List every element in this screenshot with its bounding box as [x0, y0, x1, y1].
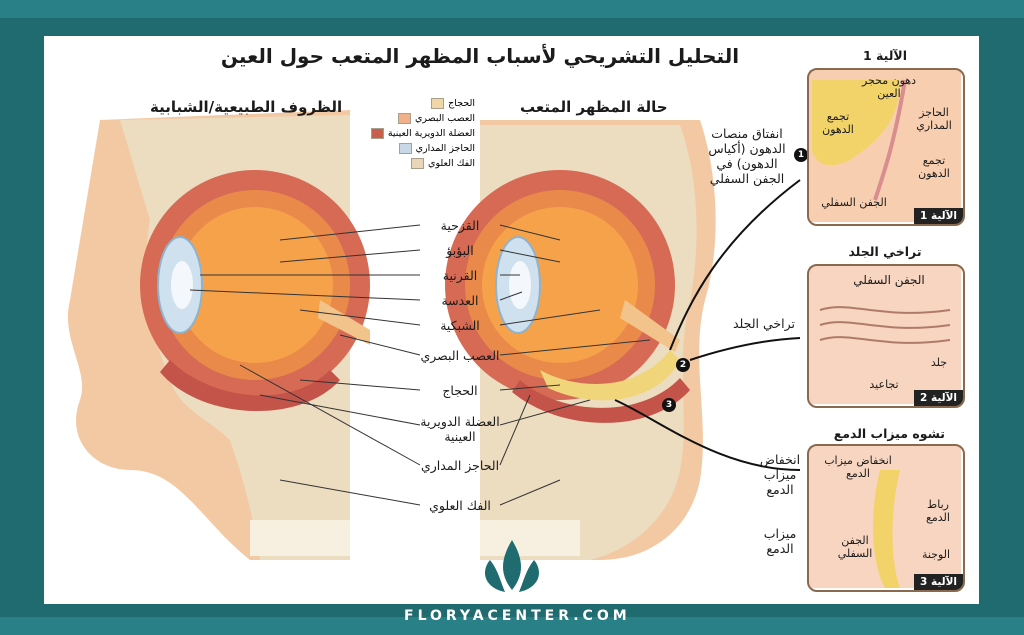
- brand-logo-sub: CENTER: [120, 82, 174, 92]
- right-teeth: [480, 520, 580, 556]
- box3-tag: الآلية 3: [914, 574, 963, 590]
- legend-item: الحجاج: [431, 98, 475, 109]
- label-pupil: البؤبؤ: [420, 243, 500, 258]
- box3-header: تشوه ميزاب الدمع: [835, 426, 945, 441]
- callout-number: 3: [662, 398, 676, 412]
- box2-header: تراخي الجلد: [845, 244, 925, 259]
- label-tear-trough-outside: ميزاب الدمع: [752, 526, 808, 556]
- box2-lower-lid: الجفن السفلي: [849, 274, 929, 287]
- box1-fat-outside: دهون محجر العين: [854, 74, 924, 100]
- label-septum: الحاجز المداري: [410, 458, 510, 473]
- label-trough-drop-outside: انخفاض ميزاب الدمع: [752, 452, 808, 497]
- label-orbit: الحجاج: [420, 383, 500, 398]
- label-sclera: القزحية: [420, 218, 500, 233]
- box2-skin: جلد: [921, 356, 957, 369]
- brand-logo: FLORYA: [68, 56, 184, 82]
- legend-item: العضلة الدويرية العينية: [371, 128, 475, 139]
- diagram-title: التحليل التشريحي لأسباب المظهر المتعب حو…: [200, 44, 760, 68]
- label-retina: الشبكية: [420, 318, 500, 333]
- legend-label: الحاجز المداري: [416, 143, 475, 154]
- legend-label: الحجاج: [448, 98, 475, 109]
- label-maxilla: الفك العلوي: [410, 498, 510, 513]
- callout-fat-herniation: انفتاق منصات الدهون (أكياس الدهون) في ال…: [702, 126, 792, 186]
- legend-swatch: [371, 128, 384, 139]
- legend-swatch: [411, 158, 424, 169]
- legend-swatch: [398, 113, 411, 124]
- legend-item: العصب البصري: [398, 113, 475, 124]
- box3-trough-drop: انخفاض ميزاب الدمع: [823, 454, 893, 480]
- legend: الحجاج العصب البصري العضلة الدويرية العي…: [355, 98, 475, 178]
- legend-item: الحاجز المداري: [399, 143, 475, 154]
- mechanism-box-3: انخفاض ميزاب الدمع رباط الدمع الجفن السف…: [807, 444, 965, 592]
- legend-swatch: [399, 143, 412, 154]
- box1-fat-pool-left: تجمع الدهون: [813, 110, 863, 136]
- legend-item: الفك العلوي: [411, 158, 475, 169]
- label-orbicularis: العضلة الدويرية العينية: [405, 414, 515, 444]
- box2-tag: الآلية 2: [914, 390, 963, 406]
- legend-label: العصب البصري: [415, 113, 475, 124]
- right-section-title: حالة المظهر المتعب: [520, 98, 668, 116]
- mechanism-box-1: دهون محجر العين تجمع الدهون الحاجز المدا…: [807, 68, 965, 226]
- mechanism-box-2: الجفن السفلي جلد تجاعيد الآلية 2: [807, 264, 965, 408]
- left-teeth: [250, 520, 350, 556]
- callout-skin-laxity: تراخي الجلد: [735, 316, 795, 331]
- label-cornea: القرنية: [420, 268, 500, 283]
- box3-cheek: الوجنة: [913, 548, 959, 561]
- box1-septum: الحاجز المداري: [909, 106, 959, 132]
- box3-lower-lid: الجفن السفلي: [827, 534, 883, 560]
- box3-ligament: رباط الدمع: [917, 498, 959, 524]
- legend-swatch: [431, 98, 444, 109]
- box1-header: الآلية 1: [850, 48, 920, 63]
- callout-number: 2: [676, 358, 690, 372]
- callout-number: 1: [794, 148, 808, 162]
- legend-label: العضلة الدويرية العينية: [388, 128, 475, 139]
- box2-wrinkles: تجاعيد: [859, 378, 909, 391]
- box1-fat-pool-right: تجمع الدهون: [909, 154, 959, 180]
- legend-label: الفك العلوي: [428, 158, 475, 169]
- box1-tag: الآلية 1: [914, 208, 963, 224]
- left-lens: [171, 261, 193, 309]
- right-lens: [509, 261, 531, 309]
- footer-url: FLORYACENTER.COM: [404, 608, 631, 624]
- left-section-title: الظروف الطبيعية/الشبابية: [150, 98, 342, 116]
- box1-lower-lid: الجفن السفلي: [819, 196, 889, 209]
- label-lens: العدسة: [420, 293, 500, 308]
- label-optic-nerve: العصب البصري: [410, 348, 510, 363]
